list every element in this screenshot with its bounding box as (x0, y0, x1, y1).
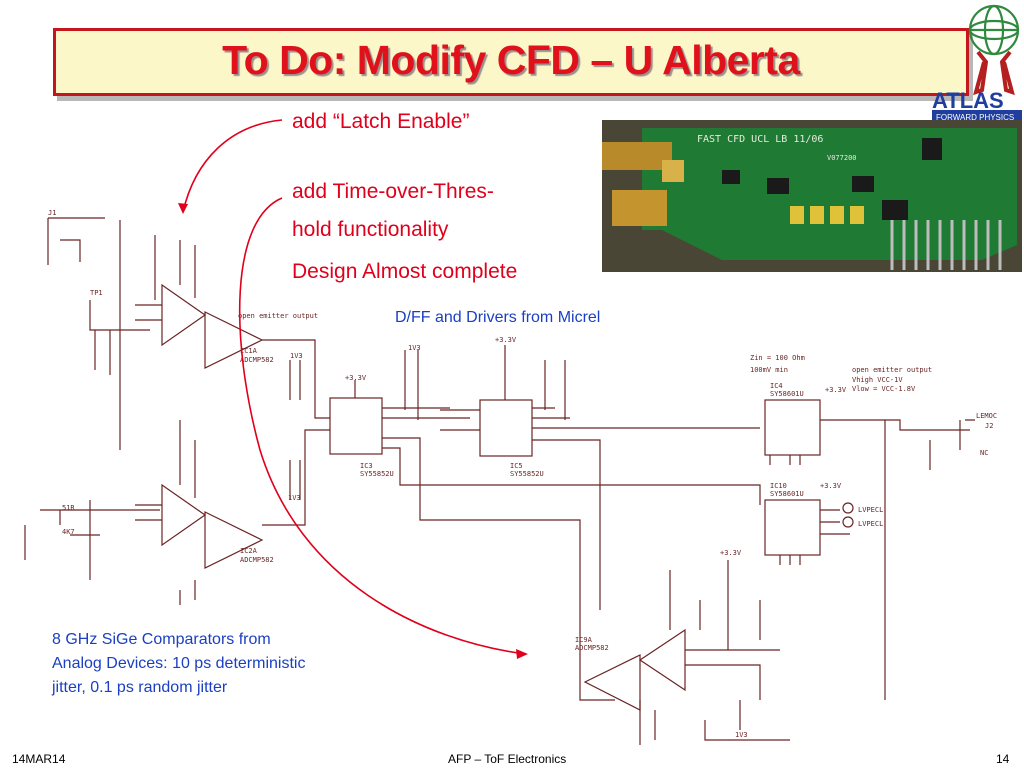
caption-adi-line2: Analog Devices: 10 ps deterministic (52, 655, 306, 672)
svg-text:LVPECL: LVPECL (858, 520, 883, 528)
svg-text:100mV min: 100mV min (750, 366, 788, 374)
svg-text:+3.3V: +3.3V (495, 336, 517, 344)
svg-text:IC1A: IC1A (240, 347, 258, 355)
note-latch-enable: add “Latch Enable” (292, 110, 470, 133)
footer-page-number: 14 (996, 752, 1010, 766)
svg-text:IC4: IC4 (770, 382, 783, 390)
svg-text:SY55852U: SY55852U (510, 470, 544, 478)
svg-text:IC3: IC3 (360, 462, 373, 470)
svg-text:ADCMP582: ADCMP582 (575, 644, 609, 652)
atlas-logo-text: ATLAS (932, 88, 1004, 113)
svg-text:Vhigh VCC-1V: Vhigh VCC-1V (852, 376, 903, 384)
svg-text:SY55852U: SY55852U (360, 470, 394, 478)
svg-text:+3.3V: +3.3V (820, 482, 842, 490)
note-tot-line2: hold functionality (292, 218, 449, 241)
caption-adi-line3: jitter, 0.1 ps random jitter (52, 679, 228, 696)
board-code: V077200 (827, 154, 857, 162)
note-design-status: Design Almost complete (292, 260, 518, 283)
caption-micrel: D/FF and Drivers from Micrel (395, 309, 601, 326)
svg-text:1V3: 1V3 (290, 352, 303, 360)
atlas-logo-subtext: FORWARD PHYSICS (936, 113, 1014, 122)
svg-text:IC10: IC10 (770, 482, 787, 490)
svg-text:open emitter output: open emitter output (852, 366, 932, 374)
footer-date: 14MAR14 (12, 752, 66, 766)
svg-text:NC: NC (980, 449, 988, 457)
svg-text:LVPECL: LVPECL (858, 506, 883, 514)
svg-text:SY58601U: SY58601U (770, 490, 804, 498)
cfd-board-photo: FAST CFD UCL LB 11/06 V077200 (602, 120, 1022, 272)
svg-text:J1: J1 (48, 209, 56, 217)
svg-text:SY58601U: SY58601U (770, 390, 804, 398)
svg-text:TP1: TP1 (90, 289, 103, 297)
svg-text:IC5: IC5 (510, 462, 523, 470)
svg-text:1V3: 1V3 (408, 344, 421, 352)
svg-text:51R: 51R (62, 504, 75, 512)
svg-text:IC2A: IC2A (240, 547, 258, 555)
svg-text:Vlow = VCC-1.8V: Vlow = VCC-1.8V (852, 385, 916, 393)
svg-text:+3.3V: +3.3V (720, 549, 742, 557)
note-tot-line1: add Time-over-Thres- (292, 180, 494, 203)
slide-title: To Do: Modify CFD – U Alberta (222, 37, 800, 83)
svg-text:ADCMP582: ADCMP582 (240, 556, 274, 564)
svg-text:LEMOC: LEMOC (976, 412, 997, 420)
title-box: To Do: Modify CFD – U Alberta (53, 28, 969, 96)
svg-text:1V3: 1V3 (735, 731, 748, 739)
svg-text:Zin = 100 Ohm: Zin = 100 Ohm (750, 354, 805, 362)
svg-text:J2: J2 (985, 422, 993, 430)
svg-text:1V3: 1V3 (288, 494, 301, 502)
svg-text:4K7: 4K7 (62, 528, 75, 536)
footer-title: AFP – ToF Electronics (448, 752, 567, 766)
svg-text:IC9A: IC9A (575, 636, 593, 644)
caption-adi-line1: 8 GHz SiGe Comparators from (52, 631, 271, 648)
atlas-logo: ATLAS FORWARD PHYSICS (932, 4, 1022, 122)
svg-text:+3.3V: +3.3V (825, 386, 847, 394)
svg-text:+3.3V: +3.3V (345, 374, 367, 382)
svg-text:ADCMP582: ADCMP582 (240, 356, 274, 364)
board-silkscreen: FAST CFD UCL LB 11/06 (697, 134, 823, 145)
svg-text:open emitter output: open emitter output (238, 312, 318, 320)
